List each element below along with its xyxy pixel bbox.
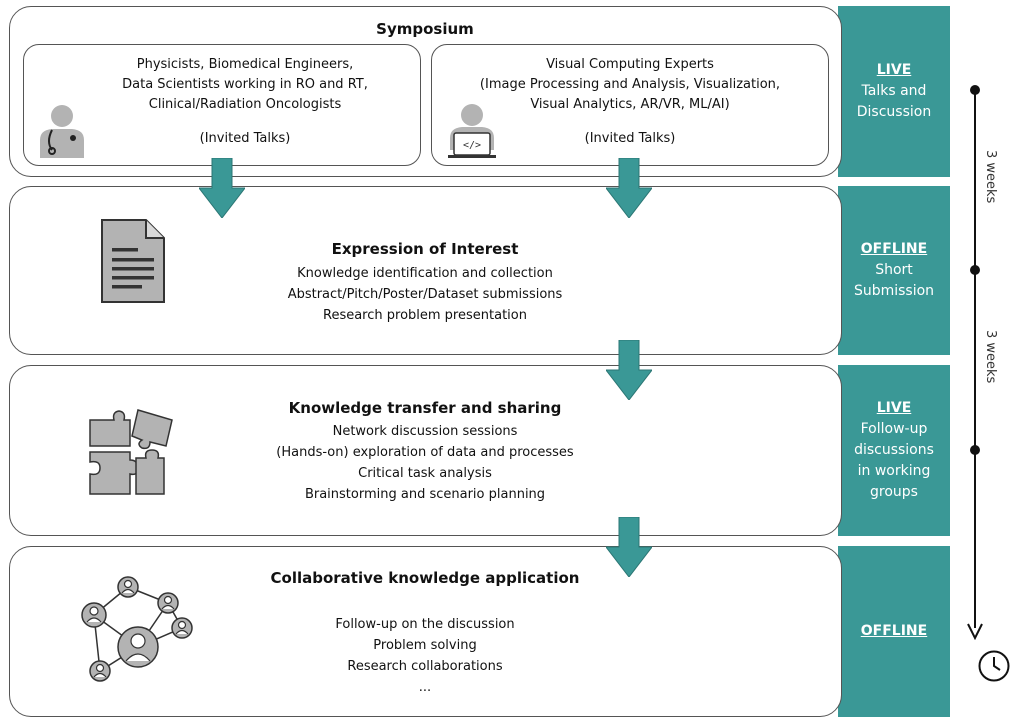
timeline-interval-2: 3 weeks: [983, 330, 998, 384]
developer-icon: </>: [448, 104, 496, 158]
stage3-mode-line: Follow-up: [860, 421, 928, 437]
stage4-mode: OFFLINE: [860, 623, 928, 639]
stage4-lines: Follow-up on the discussion Problem solv…: [225, 614, 625, 698]
stage2-mode-line: Submission: [853, 283, 935, 299]
group-note: (Invited Talks): [584, 131, 676, 146]
stage4-title: Collaborative knowledge application: [270, 569, 580, 587]
stage1-mode-line: Talks and: [861, 83, 927, 99]
stage3-mode-line: in working: [857, 463, 931, 479]
timeline-interval-1: 3 weeks: [983, 150, 998, 204]
stage1-mode-panel: LIVE Talks and Discussion: [838, 6, 950, 177]
document-icon: [101, 219, 165, 303]
stage3-line: Network discussion sessions: [332, 424, 518, 439]
stage2-title: Expression of Interest: [331, 240, 519, 258]
stage2-line: Knowledge identification and collection: [297, 266, 553, 281]
stage3-mode: LIVE: [876, 400, 912, 416]
puzzle-icon: [89, 409, 173, 495]
stage4-mode-panel: OFFLINE: [838, 546, 950, 717]
stage4-line: Problem solving: [373, 638, 477, 653]
stage2-mode-line: Short: [875, 262, 913, 278]
timeline: [967, 85, 983, 640]
svg-text:</>: </>: [463, 140, 481, 151]
stage2-mode: OFFLINE: [860, 241, 928, 257]
group-line: (Image Processing and Analysis, Visualiz…: [479, 77, 781, 92]
stage3-line: Critical task analysis: [358, 466, 492, 481]
stage4-line: Research collaborations: [347, 659, 503, 674]
stage2-line: Research problem presentation: [323, 308, 527, 323]
stage1-mode-line: Discussion: [856, 104, 932, 120]
stage1-box: [9, 6, 842, 177]
stage3-title: Knowledge transfer and sharing: [288, 399, 562, 417]
stage1-title: Symposium: [376, 20, 474, 38]
stage2-mode-panel: OFFLINE Short Submission: [838, 186, 950, 355]
clock-icon: [978, 650, 1010, 682]
stage3-line: Brainstorming and scenario planning: [304, 487, 546, 502]
stage3-mode-panel: LIVE Follow-up discussions in working gr…: [838, 365, 950, 536]
stage3-mode-line: discussions: [854, 442, 934, 458]
stage2-line: Abstract/Pitch/Poster/Dataset submission…: [287, 287, 563, 302]
group-line: Clinical/Radiation Oncologists: [148, 97, 342, 112]
group-line: Visual Computing Experts: [546, 57, 714, 72]
group-line: Visual Analytics, AR/VR, ML/AI): [530, 97, 730, 112]
network-icon: [81, 576, 193, 682]
stage4-line: Follow-up on the discussion: [335, 617, 515, 632]
stage4-line: ...: [418, 680, 432, 695]
stage3-line: (Hands-on) exploration of data and proce…: [276, 445, 574, 460]
stage3-lines: Network discussion sessions (Hands-on) e…: [215, 421, 635, 505]
stage3-mode-line: groups: [870, 484, 918, 500]
group-visual-computing-text: Visual Computing Experts (Image Processi…: [460, 55, 800, 149]
group-note: (Invited Talks): [199, 131, 291, 146]
arrow-down: [606, 517, 652, 577]
arrow-down: [606, 158, 652, 218]
arrow-down: [606, 340, 652, 400]
stage2-lines: Knowledge identification and collection …: [225, 263, 625, 326]
group-line: Physicists, Biomedical Engineers,: [136, 57, 354, 72]
arrow-down: [199, 158, 245, 218]
group-physicists-text: Physicists, Biomedical Engineers, Data S…: [75, 55, 415, 149]
stage1-mode: LIVE: [876, 62, 912, 78]
doctor-icon: [40, 105, 84, 158]
group-line: Data Scientists working in RO and RT,: [122, 77, 368, 92]
